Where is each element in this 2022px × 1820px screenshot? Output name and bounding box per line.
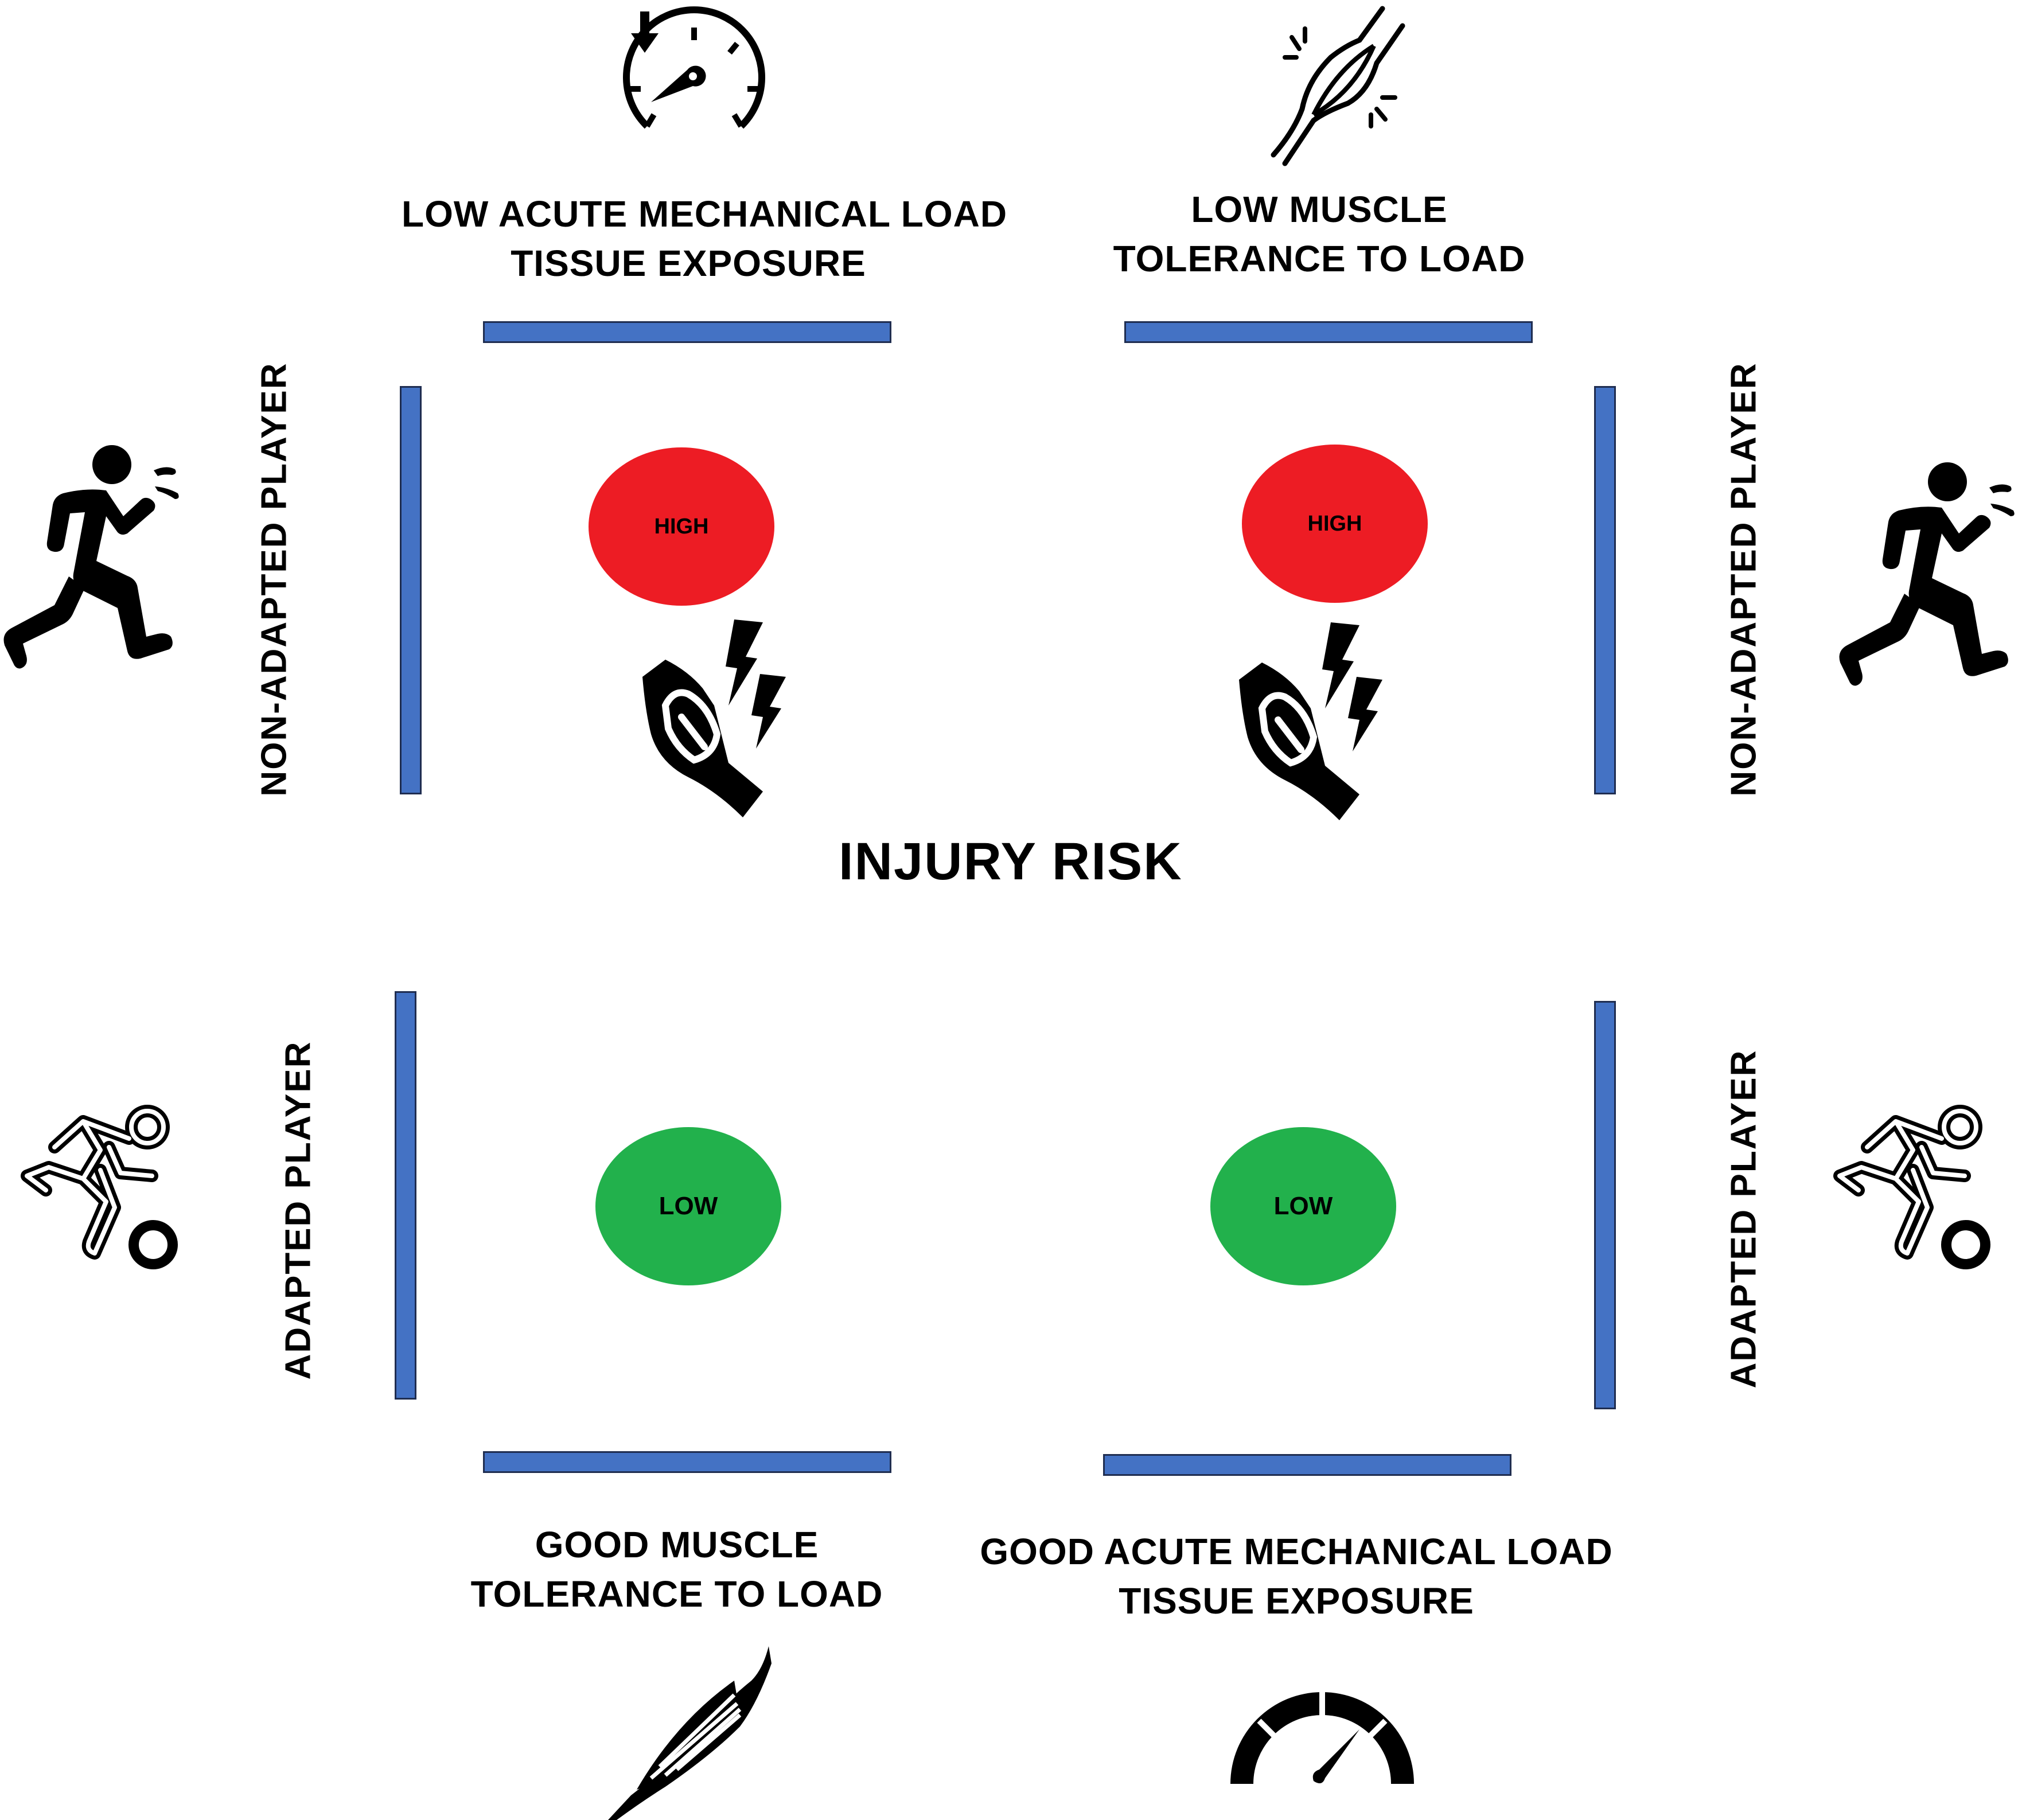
risk-ellipse-bottom-right: LOW — [1210, 1127, 1396, 1285]
speedometer-gauge-icon — [1230, 1686, 1414, 1784]
bottom-right-label: GOOD ACUTE MECHANICAL LOAD TISSUE EXPOSU… — [952, 1527, 1641, 1626]
bottom-right-label-line2: TISSUE EXPOSURE — [1119, 1580, 1474, 1622]
top-left-side-bar — [400, 386, 422, 794]
risk-level-top-right: HIGH — [1307, 511, 1362, 536]
bottom-left-side-label: ADAPTED PLAYER — [278, 1040, 318, 1380]
bottom-left-bar — [483, 1451, 891, 1473]
muscle-injury-icon — [642, 619, 786, 817]
risk-ellipse-top-left: HIGH — [589, 447, 774, 606]
risk-ellipse-top-right: HIGH — [1242, 445, 1428, 603]
bottom-left-label: GOOD MUSCLE TOLERANCE TO LOAD — [447, 1520, 906, 1619]
bottom-right-label-line1: GOOD ACUTE MECHANICAL LOAD — [980, 1531, 1613, 1572]
top-right-bar — [1124, 321, 1533, 343]
speedometer-low-arrow-icon — [623, 6, 765, 129]
strained-muscle-icon — [1271, 6, 1405, 166]
bottom-left-label-line1: GOOD MUSCLE — [535, 1524, 819, 1565]
tired-runner-icon — [3, 445, 179, 669]
bottom-right-side-bar — [1594, 1001, 1616, 1409]
top-right-side-bar — [1594, 386, 1616, 794]
muscle-injury-icon — [1239, 622, 1382, 820]
bottom-right-side-label: ADAPTED PLAYER — [1724, 1049, 1764, 1389]
tired-runner-icon — [1839, 462, 2015, 686]
soccer-player-icon — [1833, 1105, 1990, 1269]
bottom-left-side-bar — [395, 991, 416, 1400]
top-left-label-line1: LOW ACUTE MECHANICAL LOAD — [402, 193, 1008, 235]
risk-level-top-left: HIGH — [654, 514, 709, 539]
bottom-right-bar — [1103, 1454, 1511, 1476]
risk-level-bottom-left: LOW — [659, 1192, 718, 1220]
top-right-side-label: NON-ADAPTED PLAYER — [1724, 362, 1764, 797]
top-right-label-line1: LOW MUSCLE — [1191, 189, 1448, 230]
soccer-player-icon — [21, 1105, 178, 1269]
risk-level-bottom-right: LOW — [1273, 1192, 1333, 1220]
top-left-label: LOW ACUTE MECHANICAL LOAD TISSUE EXPOSUR… — [402, 189, 1008, 288]
top-left-side-label: NON-ADAPTED PLAYER — [254, 362, 294, 797]
top-right-label-line2: TOLERANCE TO LOAD — [1113, 238, 1526, 279]
top-left-bar — [483, 321, 891, 343]
bottom-left-label-line2: TOLERANCE TO LOAD — [470, 1573, 883, 1615]
injury-risk-title: INJURY RISK — [839, 832, 1183, 891]
risk-ellipse-bottom-left: LOW — [595, 1127, 781, 1285]
muscle-fiber-icon — [608, 1646, 772, 1820]
top-left-label-line2: TISSUE EXPOSURE — [511, 243, 866, 284]
top-right-label: LOW MUSCLE TOLERANCE TO LOAD — [1090, 185, 1549, 283]
